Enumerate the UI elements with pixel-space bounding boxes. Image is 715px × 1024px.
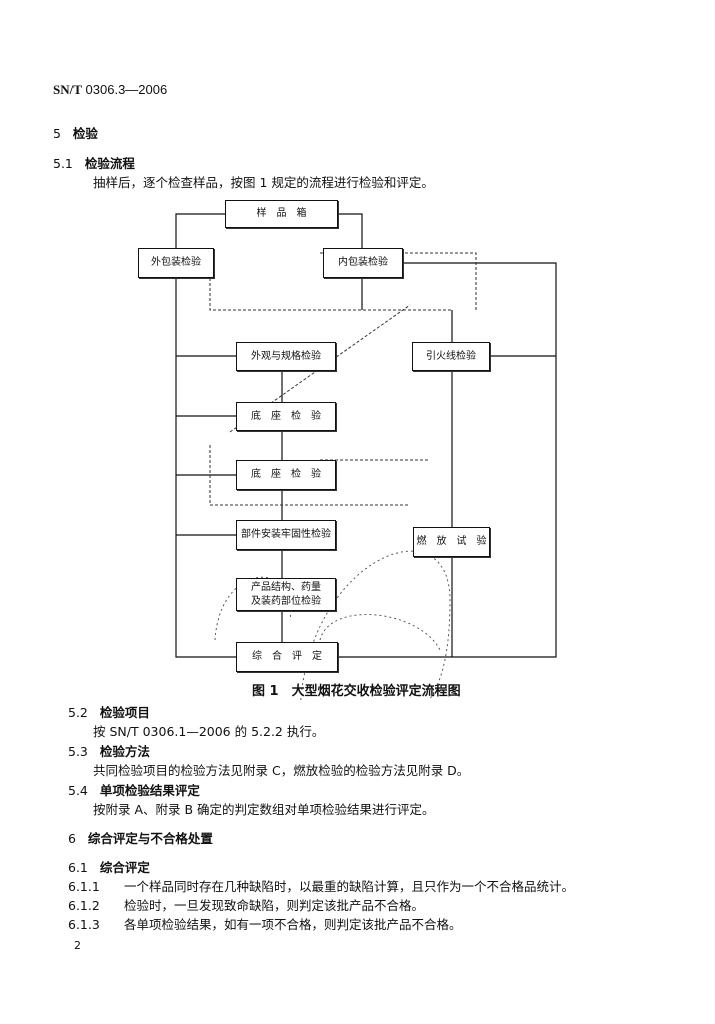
clause-text: 检验时，一旦发现致命缺陷，则判定该批产品不合格。: [124, 898, 425, 913]
node-outer-packaging: 外包装检验: [138, 248, 214, 278]
standard-prefix: SN/T: [53, 82, 82, 97]
clause-6-1-3: 6.1.3 各单项检验结果，如有一项不合格，则判定该批产品不合格。: [68, 917, 462, 933]
section-number: 6: [68, 831, 76, 846]
clause-number: 6.1.3: [68, 917, 100, 932]
clause-6-1-1: 6.1.1 一个样品同时存在几种缺陷时，以最重的缺陷计算，且只作为一个不合格品统计…: [68, 879, 574, 895]
node-sample-box: 样 品 箱: [225, 200, 338, 228]
clause-number: 6.1.2: [68, 898, 100, 913]
section-title: 综合评定与不合格处置: [87, 831, 213, 846]
section-number: 5.4: [68, 783, 88, 798]
node-bottom-check: 底 座 检 验: [236, 460, 336, 490]
section-5-2-heading: 5.2 检验项目: [68, 705, 150, 721]
section-5-3-body: 共同检验项目的检验方法见附录 C，燃放检验的检验方法见附录 D。: [93, 763, 470, 778]
connector: [175, 213, 225, 248]
connector: [338, 262, 557, 658]
node-final-evaluation: 综 合 评 定: [236, 642, 338, 672]
section-title: 检验方法: [99, 744, 150, 759]
node-base-check: 底 座 检 验: [236, 402, 336, 431]
connector: [209, 253, 452, 311]
node-structure-charge: 产品结构、药量 及装药部位检验: [236, 578, 336, 611]
node-inner-packaging: 内包装检验: [323, 248, 403, 278]
node-appearance-spec: 外观与规格检验: [236, 342, 336, 371]
section-number: 5.2: [68, 705, 88, 720]
clause-text: 一个样品同时存在几种缺陷时，以最重的缺陷计算，且只作为一个不合格品统计。: [124, 879, 575, 894]
section-title: 综合评定: [99, 860, 150, 875]
section-5-2-body: 按 SN/T 0306.1—2006 的 5.2.2 执行。: [93, 724, 325, 739]
section-title: 检验: [72, 126, 98, 141]
standard-number: 0306.3—2006: [85, 82, 168, 97]
clause-number: 6.1.1: [68, 879, 100, 894]
section-number: 5.1: [53, 156, 73, 171]
clause-text: 各单项检验结果，如有一项不合格，则判定该批产品不合格。: [124, 917, 462, 932]
section-5-1-heading: 5.1 检验流程: [53, 156, 135, 172]
section-5-3-heading: 5.3 检验方法: [68, 744, 150, 760]
section-6-1-heading: 6.1 综合评定: [68, 860, 150, 876]
section-5-1-body: 抽样后，逐个检查样品，按图 1 规定的流程进行检验和评定。: [93, 175, 434, 190]
node-firing-test: 燃 放 试 验: [413, 527, 490, 557]
figure-caption: 图 1 大型烟花交收检验评定流程图: [252, 684, 461, 699]
connector: [338, 213, 363, 248]
section-5-4-heading: 5.4 单项检验结果评定: [68, 783, 200, 799]
connector: [175, 278, 236, 658]
section-number: 5.3: [68, 744, 88, 759]
connector: [209, 445, 410, 506]
standard-header: SN/T 0306.3—2006: [53, 82, 167, 98]
page-number: 2: [74, 939, 81, 952]
section-6-heading: 6 综合评定与不合格处置: [68, 831, 213, 847]
section-title: 检验项目: [99, 705, 150, 720]
node-fuse-check: 引火线检验: [412, 342, 490, 371]
section-number: 6.1: [68, 860, 88, 875]
section-number: 5: [53, 126, 61, 141]
flowchart-connectors: [175, 213, 557, 700]
section-5-4-body: 按附录 A、附录 B 确定的判定数组对单项检验结果进行评定。: [93, 802, 435, 817]
node-parts-assembly: 部件安装牢固性检验: [236, 520, 336, 550]
section-5-heading: 5 检验: [53, 126, 98, 142]
clause-6-1-2: 6.1.2 检验时，一旦发现致命缺陷，则判定该批产品不合格。: [68, 898, 424, 914]
section-title: 单项检验结果评定: [99, 783, 200, 798]
section-title: 检验流程: [84, 156, 135, 171]
